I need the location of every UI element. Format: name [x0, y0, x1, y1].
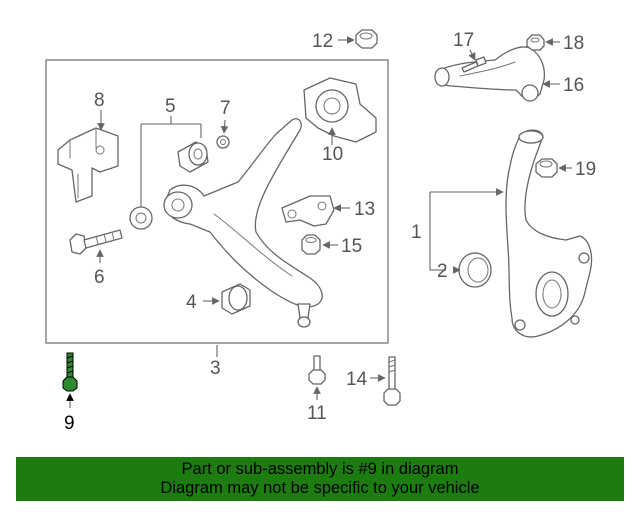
callout-13[interactable]: 13: [354, 199, 375, 220]
part-15-nut[interactable]: [301, 234, 321, 255]
part-5-bushing-front[interactable]: [177, 141, 209, 173]
leader-17: [468, 49, 476, 61]
part-9-bolt[interactable]: [62, 352, 78, 392]
part-16-upper-control-arm[interactable]: [434, 46, 546, 102]
parts-diagram: 12 16 17 18 19 1: [45, 29, 596, 434]
banner-line-part-number: Part or sub-assembly is #9 in diagram: [181, 460, 459, 478]
part-6-bolt[interactable]: [69, 229, 123, 255]
part-10-bushing-mount[interactable]: [303, 77, 377, 143]
part-8-bracket[interactable]: [57, 127, 119, 203]
part-4-bushing[interactable]: [221, 283, 251, 315]
part-7-washer[interactable]: [216, 135, 230, 149]
callout-17[interactable]: 17: [453, 30, 474, 51]
callout-8[interactable]: 8: [94, 90, 105, 111]
callout-7[interactable]: 7: [220, 98, 231, 119]
callout-12[interactable]: 12: [312, 31, 333, 52]
part-12-nut[interactable]: [355, 29, 378, 49]
callout-2[interactable]: 2: [437, 261, 448, 282]
part-18-nut[interactable]: [526, 34, 545, 51]
part-17-bolt[interactable]: [461, 56, 487, 73]
callout-19[interactable]: 19: [575, 159, 596, 180]
callout-16[interactable]: 16: [563, 75, 584, 96]
fitment-notice-banner: Part or sub-assembly is #9 in diagram Di…: [16, 457, 624, 501]
leader-7: [220, 119, 229, 134]
part-1-steering-knuckle[interactable]: [505, 129, 593, 338]
callout-10[interactable]: 10: [322, 144, 343, 165]
banner-line-disclaimer: Diagram may not be specific to your vehi…: [160, 479, 480, 497]
callout-15[interactable]: 15: [341, 236, 362, 257]
callout-14[interactable]: 14: [346, 369, 368, 390]
part-19-nut[interactable]: [535, 158, 558, 178]
part-2-seal[interactable]: [458, 252, 492, 288]
callout-3[interactable]: 3: [210, 358, 221, 379]
part-13-bracket[interactable]: [281, 195, 335, 227]
callout-1[interactable]: 1: [411, 222, 422, 243]
callout-11[interactable]: 11: [307, 403, 327, 424]
callout-5[interactable]: 5: [165, 96, 176, 117]
part-5-bushing-rear[interactable]: [129, 206, 153, 230]
control-arm-assembly-box: [45, 59, 389, 344]
callout-9[interactable]: 9: [64, 413, 75, 434]
callout-4[interactable]: 4: [186, 292, 197, 313]
part-3-lower-control-arm[interactable]: [163, 118, 323, 328]
part-11-bolt[interactable]: [308, 355, 326, 385]
part-14-bolt[interactable]: [383, 356, 401, 406]
callout-18[interactable]: 18: [563, 33, 584, 54]
callout-6[interactable]: 6: [94, 267, 105, 288]
